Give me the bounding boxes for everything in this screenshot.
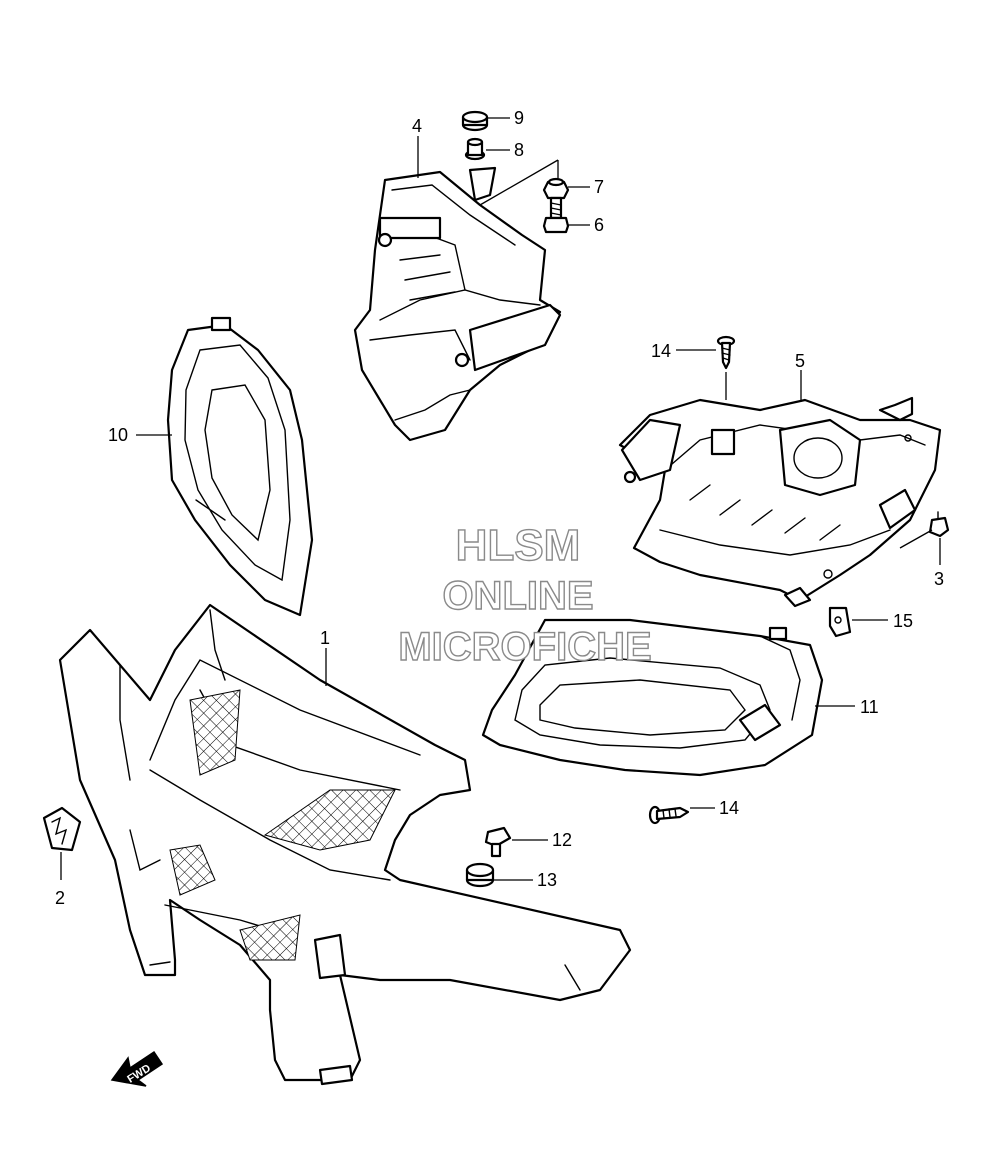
callout-1: 1 [320,628,330,648]
part-8-collar [464,137,486,161]
part-10-headlight-bezel [166,316,314,617]
watermark-line-1: HLSM [456,521,581,570]
callout-11: 11 [860,697,879,717]
callout-14-upper: 14 [651,341,671,361]
callout-5: 5 [795,351,805,371]
part-14-screw-upper [716,335,736,370]
part-3-clip [928,511,950,538]
part-1-front-fender [58,603,632,1086]
part-11-side-duct [481,618,824,777]
part-2-emblem [42,806,82,852]
callout-15: 15 [893,611,913,631]
callout-3: 3 [934,569,944,589]
callout-6: 6 [594,215,604,235]
callout-10: 10 [108,425,128,445]
part-12-bolt [484,826,512,858]
watermark: HLSM ONLINE MICROFICHE [398,520,653,669]
leader-7-ref [479,159,559,206]
callout-8: 8 [514,140,524,160]
part-5-lower-bracket [618,396,942,608]
callout-13: 13 [537,870,557,890]
part-13-grommet [465,862,495,888]
watermark-line-3: MICROFICHE [398,625,651,669]
callout-9: 9 [514,108,524,128]
part-15-clip-nut [828,606,852,638]
part-4-headlight-housing [353,166,562,442]
callout-14-lower: 14 [719,798,739,818]
callout-2: 2 [55,888,65,908]
fwd-arrow-icon: FWD [110,1050,164,1087]
watermark-line-2: ONLINE [442,574,593,618]
part-6-bolt [542,196,570,234]
callout-4: 4 [412,116,422,136]
part-14-screw-lower [648,805,690,825]
callout-7: 7 [594,177,604,197]
leader-3-ref [899,529,933,549]
part-7-nut [542,177,570,200]
part-9-grommet [461,110,489,132]
callout-12: 12 [552,830,572,850]
